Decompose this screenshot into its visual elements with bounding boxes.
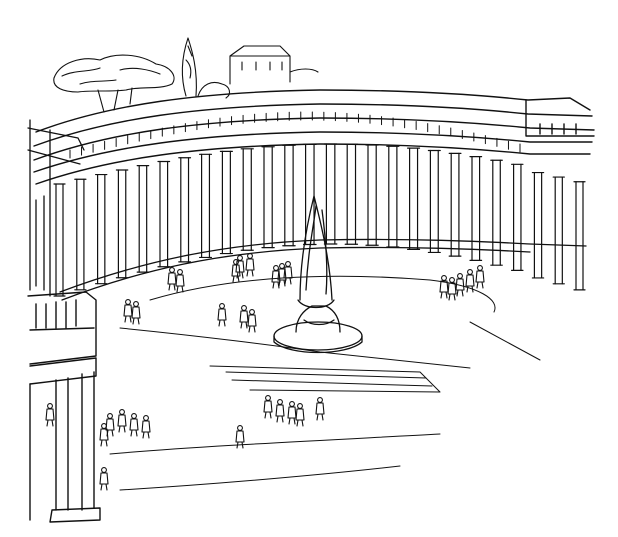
colonnade-column [386, 145, 400, 248]
person-figure [141, 415, 151, 439]
colonnade-column [531, 171, 545, 279]
person-figure [99, 423, 109, 447]
colonnade-column [199, 153, 213, 259]
colonnade-column [303, 143, 317, 246]
person-figure [465, 269, 475, 293]
people-group [231, 253, 255, 283]
person-figure [263, 395, 273, 419]
person-figure [117, 409, 127, 433]
colonnade-entablature [33, 89, 595, 185]
colonnade-column [490, 159, 503, 266]
person-figure [167, 267, 177, 291]
person-figure [129, 413, 139, 437]
colonnade-column [95, 173, 108, 285]
figure-groups [45, 253, 485, 491]
person-figure [239, 305, 249, 329]
piazza-pavement [109, 275, 541, 491]
person-figure [439, 275, 449, 299]
person-figure [475, 265, 485, 289]
colonnade-column [323, 143, 338, 245]
fountain [273, 195, 363, 354]
colonnade-column [136, 165, 150, 273]
people-group [167, 267, 185, 293]
person-figure [245, 253, 255, 277]
people-group [263, 395, 325, 427]
people-group [45, 403, 109, 491]
background-trees [53, 37, 231, 113]
people-group [235, 425, 245, 449]
people-group [271, 261, 293, 289]
left-wing [27, 119, 85, 297]
person-figure [315, 397, 325, 421]
colonnade-column [365, 144, 379, 246]
people-group [105, 409, 151, 439]
people-group [439, 265, 485, 301]
person-figure [123, 299, 133, 323]
colonnade-balustrade [69, 111, 521, 159]
colonnade-column [427, 149, 441, 254]
colonnade-base [59, 238, 587, 301]
colonnade-column [178, 157, 192, 263]
person-figure [217, 303, 227, 327]
person-figure [45, 403, 55, 427]
people-group [123, 299, 141, 325]
colonnade-column [552, 176, 565, 285]
colonnade-column [344, 143, 359, 245]
colonnade-columns [53, 143, 586, 297]
person-figure [231, 259, 241, 283]
colonnade-column [448, 152, 462, 257]
colonnade-column [157, 160, 171, 268]
colonnade-column [407, 147, 421, 250]
person-figure [235, 425, 245, 449]
person-figure [247, 309, 257, 333]
foreground-pier [27, 291, 101, 523]
colonnade-column [240, 148, 254, 251]
colonnade-column [469, 156, 483, 262]
colonnade-column [53, 183, 66, 297]
cypress-tree [181, 37, 197, 97]
person-figure [295, 403, 305, 427]
person-figure [175, 269, 185, 293]
person-figure [131, 301, 141, 325]
person-figure [275, 399, 285, 423]
colonnade-column [261, 146, 275, 249]
umbrella-pine-tree [53, 54, 175, 113]
colonnade-column [282, 144, 296, 247]
people-group [217, 303, 257, 333]
colonnade-column [511, 163, 524, 271]
colonnade-column [219, 150, 233, 255]
person-figure [287, 401, 297, 425]
person-figure [235, 255, 245, 279]
colonnade-column [74, 178, 87, 291]
colonnade-column [115, 169, 129, 279]
person-figure [447, 277, 457, 301]
person-figure [99, 467, 109, 491]
hill-villa [229, 45, 319, 85]
colonnade-column [573, 181, 586, 291]
person-figure [283, 261, 293, 285]
person-figure [455, 273, 465, 297]
